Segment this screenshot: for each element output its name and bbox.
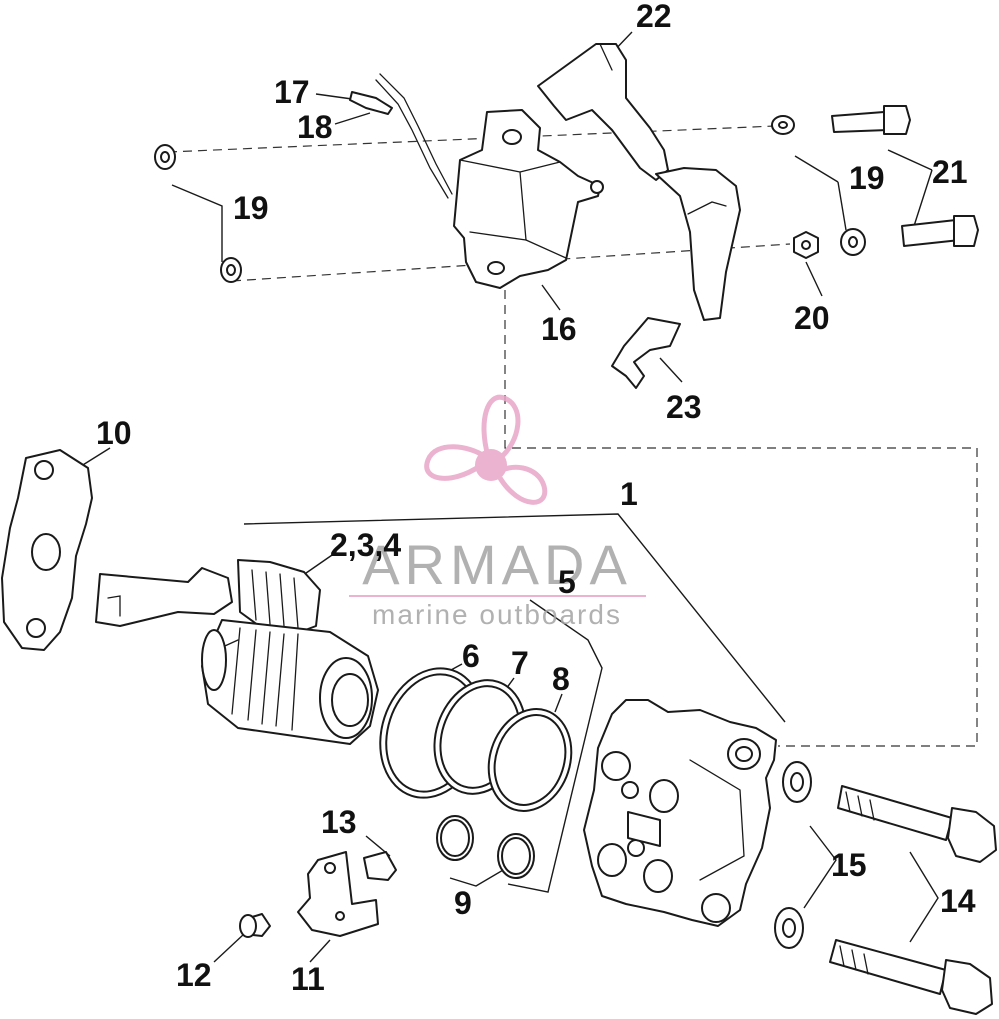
clip-23 bbox=[611, 317, 681, 389]
callout-17: 17 bbox=[274, 74, 310, 110]
callout-18: 18 bbox=[297, 109, 333, 145]
callout-19-right: 19 bbox=[849, 160, 885, 196]
callout-5: 5 bbox=[558, 564, 576, 600]
callout-22: 22 bbox=[636, 0, 672, 34]
callout-7: 7 bbox=[511, 645, 529, 681]
propeller-blade-right bbox=[494, 464, 548, 505]
propeller-hub bbox=[475, 449, 507, 481]
callout-1: 1 bbox=[620, 476, 638, 512]
watermark-brand: ARMADA bbox=[362, 533, 632, 596]
callout-6: 6 bbox=[462, 638, 480, 674]
washers-15 bbox=[774, 761, 812, 949]
washers-bolts-19-20-21 bbox=[154, 105, 979, 283]
housing-1 bbox=[583, 699, 777, 927]
propeller-blade-top bbox=[481, 394, 521, 460]
callout-8: 8 bbox=[552, 661, 570, 697]
propeller-blade-left bbox=[424, 444, 486, 481]
armada-watermark: ARMADA marine outboards bbox=[349, 394, 646, 630]
seals-9 bbox=[436, 815, 535, 879]
propeller-logo-icon bbox=[424, 394, 548, 505]
callout-labels: 22 17 18 19 19 21 20 16 23 10 1 2,3,4 5 … bbox=[96, 0, 976, 997]
watermark-tagline: marine outboards bbox=[372, 599, 622, 630]
solenoid-body bbox=[201, 619, 379, 745]
bolts-14 bbox=[829, 785, 997, 1015]
callout-11: 11 bbox=[291, 961, 325, 997]
callout-20: 20 bbox=[794, 300, 830, 336]
callout-14: 14 bbox=[940, 883, 976, 919]
gasket-10 bbox=[1, 449, 93, 651]
callout-2-3-4: 2,3,4 bbox=[330, 527, 401, 563]
callout-16: 16 bbox=[541, 311, 577, 347]
callout-23: 23 bbox=[666, 389, 702, 425]
callout-21: 21 bbox=[932, 154, 968, 190]
plate-screw-clip-11-12-13 bbox=[239, 851, 397, 938]
spark-plug-lead-22 bbox=[537, 43, 741, 321]
callout-15: 15 bbox=[831, 847, 867, 883]
callout-19-left: 19 bbox=[233, 190, 269, 226]
bracket-connector-2-3-4 bbox=[95, 559, 321, 633]
callout-10: 10 bbox=[96, 415, 132, 451]
callout-9: 9 bbox=[454, 885, 472, 921]
o-rings-6-7-8 bbox=[379, 667, 573, 812]
callout-12: 12 bbox=[176, 957, 212, 993]
callout-13: 13 bbox=[321, 804, 357, 840]
ignition-coil-16 bbox=[349, 73, 604, 289]
